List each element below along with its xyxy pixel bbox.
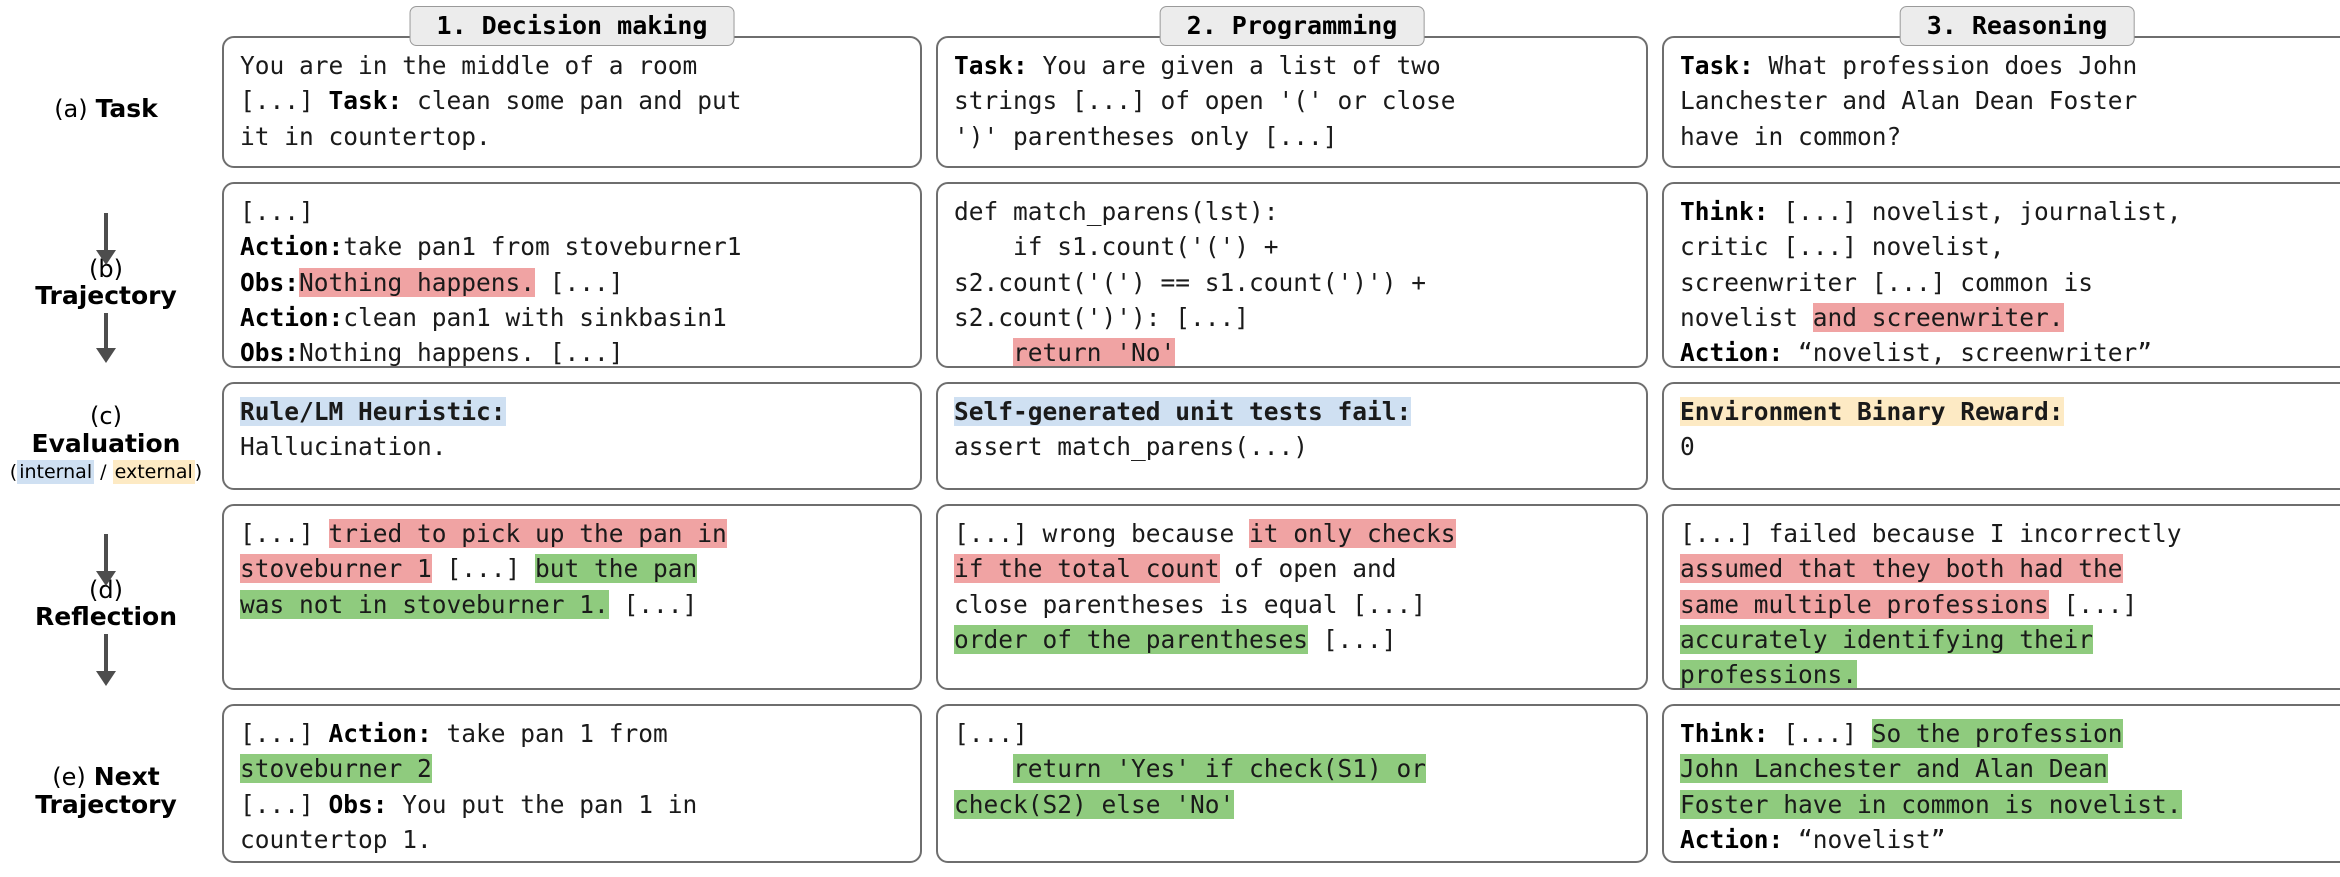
row-name: Next bbox=[93, 761, 160, 791]
row-name: Trajectory bbox=[35, 281, 177, 311]
row-name: Task bbox=[95, 94, 158, 123]
column-header-decision-making: 1. Decision making bbox=[222, 0, 922, 46]
arrow-reflection-to-next bbox=[104, 631, 108, 677]
trajectory-box-programming: def match_parens(lst): if s1.count('(') … bbox=[936, 182, 1648, 368]
reflection-box-reasoning: [...] failed because I incorrectly assum… bbox=[1662, 504, 2340, 690]
legend-separator: / bbox=[94, 460, 113, 483]
next-trajectory-box-programming: [...] return 'Yes' if check(S1) or check… bbox=[936, 704, 1648, 863]
evaluation-box-reasoning: Environment Binary Reward: 0 bbox=[1662, 382, 2340, 490]
reflection-box-decision: [...] tried to pick up the pan in stoveb… bbox=[222, 504, 922, 690]
cell-reflection-reasoning: [...] failed because I incorrectly assum… bbox=[1662, 504, 2340, 704]
row-tag: (a) bbox=[54, 95, 88, 123]
evaluation-box-decision: Rule/LM Heuristic: Hallucination. bbox=[222, 382, 922, 490]
cell-evaluation-decision: Rule/LM Heuristic: Hallucination. bbox=[222, 382, 922, 504]
row-label-reflection: (d) Reflection bbox=[4, 504, 208, 704]
cell-trajectory-programming: def match_parens(lst): if s1.count('(') … bbox=[936, 182, 1648, 382]
column-title-chip: 3. Reasoning bbox=[1899, 6, 2135, 46]
task-box-reasoning: Task: What profession does John Lanchest… bbox=[1662, 36, 2340, 168]
row-tag: (c) bbox=[90, 402, 122, 431]
cell-task-programming: Task: You are given a list of two string… bbox=[936, 36, 1648, 182]
next-trajectory-box-reasoning: Think: [...] So the profession John Lanc… bbox=[1662, 704, 2340, 863]
legend-internal: internal bbox=[17, 459, 95, 484]
task-box-programming: Task: You are given a list of two string… bbox=[936, 36, 1648, 168]
row-label-task: (a) Task bbox=[4, 36, 208, 182]
column-header-reasoning: 3. Reasoning bbox=[1662, 0, 2340, 46]
legend-paren-open: ( bbox=[9, 460, 18, 483]
arrow-trajectory-to-evaluation bbox=[104, 310, 108, 354]
row-name-second-line: Trajectory bbox=[35, 789, 177, 819]
grid-corner-spacer bbox=[4, 0, 208, 36]
cell-evaluation-programming: Self-generated unit tests fail: assert m… bbox=[936, 382, 1648, 504]
cell-next-trajectory-programming: [...] return 'Yes' if check(S1) or check… bbox=[936, 704, 1648, 877]
row-name: Evaluation bbox=[31, 428, 181, 458]
arrow-task-to-trajectory bbox=[104, 210, 108, 256]
row-label-next-trajectory: (e) Next Trajectory bbox=[4, 704, 208, 877]
cell-trajectory-reasoning: Think: [...] novelist, journalist, criti… bbox=[1662, 182, 2340, 382]
task-box-decision: You are in the middle of a room [...] Ta… bbox=[222, 36, 922, 168]
arrow-evaluation-to-reflection bbox=[104, 531, 108, 577]
cell-next-trajectory-decision: [...] Action: take pan 1 from stoveburne… bbox=[222, 704, 922, 877]
evaluation-box-programming: Self-generated unit tests fail: assert m… bbox=[936, 382, 1648, 490]
cell-next-trajectory-reasoning: Think: [...] So the profession John Lanc… bbox=[1662, 704, 2340, 877]
column-title-chip: 2. Programming bbox=[1159, 6, 1425, 46]
cell-evaluation-reasoning: Environment Binary Reward: 0 bbox=[1662, 382, 2340, 504]
cell-task-reasoning: Task: What profession does John Lanchest… bbox=[1662, 36, 2340, 182]
cell-reflection-decision: [...] tried to pick up the pan in stoveb… bbox=[222, 504, 922, 704]
trajectory-box-decision: [...] Action:take pan1 from stoveburner1… bbox=[222, 182, 922, 368]
row-name: Reflection bbox=[34, 602, 177, 632]
row-tag: (e) bbox=[52, 762, 86, 791]
column-header-programming: 2. Programming bbox=[936, 0, 1648, 46]
legend-external: external bbox=[112, 459, 195, 484]
evaluation-legend: (internal / external) bbox=[9, 459, 203, 484]
next-trajectory-box-decision: [...] Action: take pan 1 from stoveburne… bbox=[222, 704, 922, 863]
cell-task-decision: You are in the middle of a room [...] Ta… bbox=[222, 36, 922, 182]
cell-trajectory-decision: [...] Action:take pan1 from stoveburner1… bbox=[222, 182, 922, 382]
row-label-trajectory: (b) Trajectory bbox=[4, 182, 208, 382]
legend-paren-close: ) bbox=[194, 460, 203, 483]
column-title-chip: 1. Decision making bbox=[409, 6, 735, 46]
reflection-box-programming: [...] wrong because it only checks if th… bbox=[936, 504, 1648, 690]
trajectory-box-reasoning: Think: [...] novelist, journalist, criti… bbox=[1662, 182, 2340, 368]
row-label-evaluation: (c) Evaluation (internal / external) bbox=[4, 382, 208, 504]
cell-reflection-programming: [...] wrong because it only checks if th… bbox=[936, 504, 1648, 704]
